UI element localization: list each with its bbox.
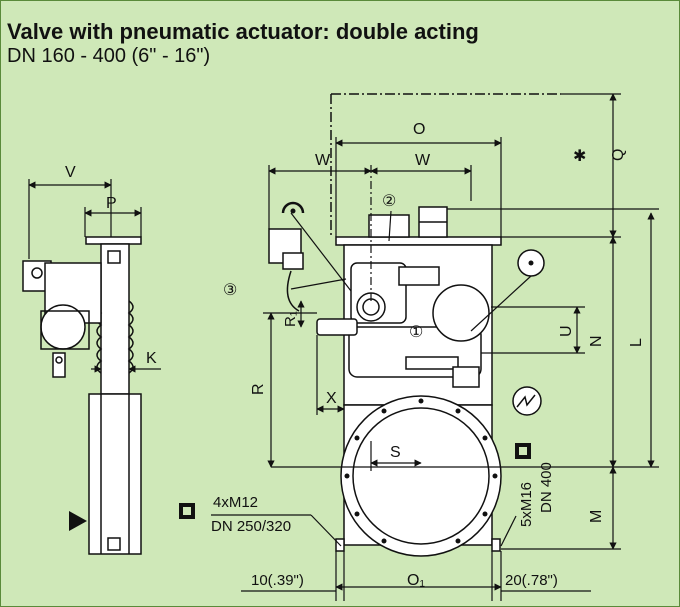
flow-direction-arrow bbox=[69, 511, 87, 531]
dim-label-w-left: W bbox=[315, 152, 331, 169]
callout-1: ① bbox=[409, 324, 423, 341]
dim-label-q: Q bbox=[610, 149, 627, 161]
front-dimensions bbox=[211, 93, 659, 601]
asterisk-mark: ✱ bbox=[573, 148, 586, 165]
dim-label-r1: R₁ bbox=[282, 311, 299, 327]
callout-3: ③ bbox=[223, 282, 237, 299]
bolt-small-label: 4xM12 bbox=[213, 494, 258, 511]
figure-title: Valve with pneumatic actuator: double ac… bbox=[7, 19, 479, 44]
dim-label-k: K bbox=[146, 350, 157, 367]
bolt-pattern-large-icon bbox=[515, 443, 531, 459]
bolt-small-dn: DN 250/320 bbox=[211, 518, 291, 535]
bolt-large-dn: DN 400 bbox=[538, 462, 555, 513]
dim-label-r: R bbox=[250, 383, 267, 395]
dim-label-n: N bbox=[588, 335, 605, 347]
dim-label-l: L bbox=[628, 338, 645, 347]
dim-label-o: O bbox=[413, 121, 425, 138]
dim-label-m: M bbox=[588, 510, 605, 523]
side-view bbox=[22, 236, 142, 555]
rotation-symbol-icon bbox=[281, 201, 305, 214]
bottom-dim-left: 10(.39") bbox=[251, 572, 304, 589]
bottom-dim-right: 20(.78") bbox=[505, 572, 558, 589]
dim-label-p: P bbox=[106, 195, 117, 212]
side-view-dimensions bbox=[28, 179, 161, 373]
dim-label-x: X bbox=[326, 390, 337, 407]
dim-label-s: S bbox=[390, 444, 401, 461]
figure-subtitle: DN 160 - 400 (6" - 16") bbox=[7, 45, 211, 67]
front-view bbox=[268, 93, 561, 557]
bolt-pattern-small-icon bbox=[179, 503, 195, 519]
bolt-large-label: 5xM16 bbox=[518, 482, 535, 527]
dim-label-o1: O₁ bbox=[407, 572, 425, 589]
callout-2: ② bbox=[382, 193, 396, 210]
dim-label-w-right: W bbox=[415, 152, 431, 169]
dim-label-u: U bbox=[558, 325, 575, 337]
ground-symbol-icon bbox=[516, 394, 536, 408]
bolt-holes bbox=[344, 398, 498, 544]
dim-label-v: V bbox=[65, 164, 76, 181]
